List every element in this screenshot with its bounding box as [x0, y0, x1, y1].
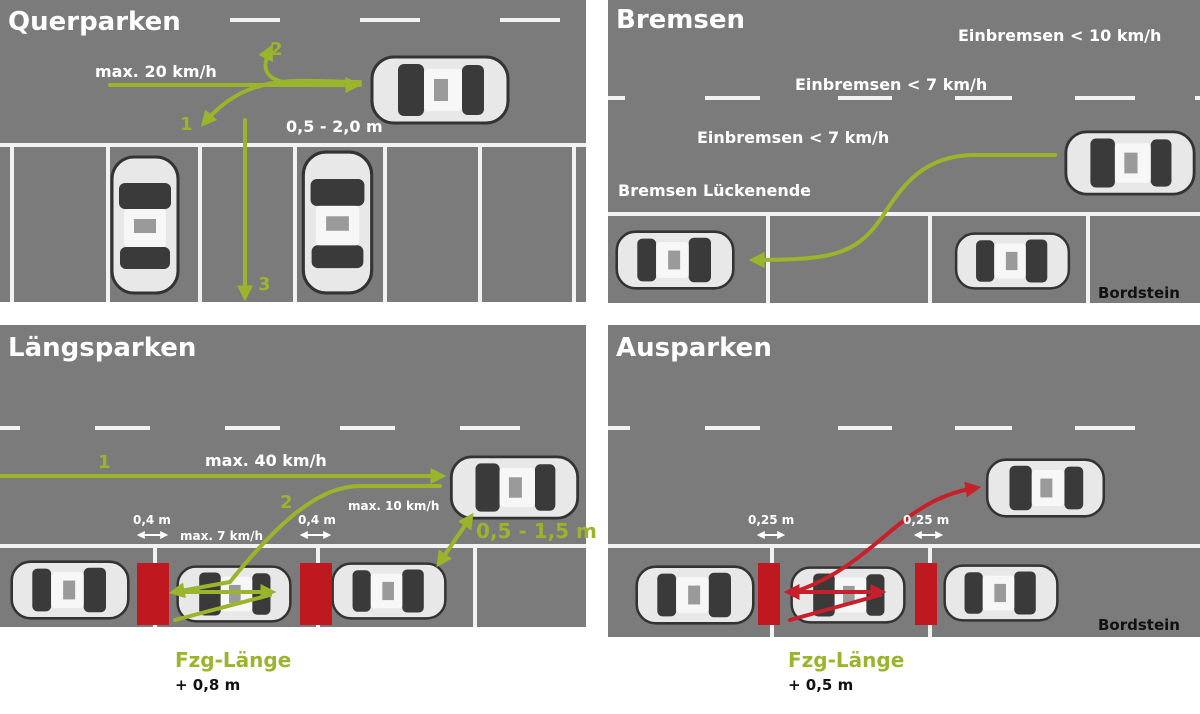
car-parked-left	[615, 230, 735, 290]
gap-label-right: 0,25 m	[903, 513, 949, 527]
car-parked-right	[331, 562, 447, 620]
car-parked-right	[943, 564, 1059, 622]
length-label: Fzg-Länge	[788, 648, 904, 672]
length-extra: + 0,8 m	[175, 676, 240, 694]
path-arrows	[108, 44, 362, 302]
gap-label-left: 0,25 m	[748, 513, 794, 527]
panel-title: Bremsen	[616, 5, 745, 35]
car-parked-left	[10, 560, 130, 620]
car-moving	[1064, 130, 1196, 196]
car-parked-left	[110, 155, 180, 295]
car-leaving	[985, 458, 1106, 518]
panel-ausparken: Ausparken 0,25 m 0,25 m Bordstein Fzg-Lä…	[608, 325, 1200, 694]
panel-title: Ausparken	[616, 333, 772, 363]
curb-label: Bordstein	[1098, 284, 1180, 302]
gap-label-right: 0,4 m	[298, 513, 336, 527]
car-parked-right	[954, 232, 1071, 290]
panel-title: Querparken	[8, 7, 181, 37]
gap-block-right	[915, 563, 937, 625]
car-parked-left	[635, 565, 755, 625]
parking-lines	[0, 143, 586, 302]
step-2: 2	[280, 492, 293, 513]
speed-label: max. 20 km/h	[95, 62, 217, 81]
step-1: 1	[98, 452, 111, 473]
gap-end-label: Bremsen Lückenende	[618, 181, 811, 200]
car-moving	[370, 55, 510, 125]
speed-label-park: max. 7 km/h	[180, 529, 263, 543]
length-label: Fzg-Länge	[175, 648, 291, 672]
panel-querparken: Querparken max. 20 km/h 0,5 - 2,0 m 1 2 …	[0, 0, 586, 302]
distance-label: 0,5 - 1,5 m	[476, 519, 597, 543]
gap-block-left	[758, 563, 780, 625]
car-parked-right	[301, 150, 374, 295]
step-3: 3	[258, 274, 271, 295]
brake-label-3: Einbremsen < 7 km/h	[697, 128, 889, 147]
length-extra: + 0,5 m	[788, 676, 853, 694]
speed-label-main: max. 40 km/h	[205, 451, 327, 470]
brake-label-1: Einbremsen < 10 km/h	[958, 26, 1161, 45]
car-moving	[449, 455, 580, 520]
path-arrows	[0, 468, 474, 622]
gap-block-left	[137, 563, 169, 625]
gap-label-left: 0,4 m	[133, 513, 171, 527]
curb-label: Bordstein	[1098, 616, 1180, 634]
step-2: 2	[270, 39, 283, 60]
brake-label-2: Einbremsen < 7 km/h	[795, 75, 987, 94]
gap-block-right	[300, 563, 332, 625]
step-1: 1	[180, 114, 193, 135]
panel-bremsen: Bremsen Einbremsen < 10 km/h Einbremsen …	[608, 0, 1200, 303]
path-arrow	[748, 153, 1057, 268]
distance-label: 0,5 - 2,0 m	[286, 117, 383, 136]
panel-title: Längsparken	[8, 333, 196, 363]
speed-label-reverse: max. 10 km/h	[348, 499, 439, 513]
panel-laengsparken: Längsparken 1 2 max. 40 km/h max. 10 km/…	[0, 325, 597, 694]
path-arrows	[756, 481, 982, 622]
